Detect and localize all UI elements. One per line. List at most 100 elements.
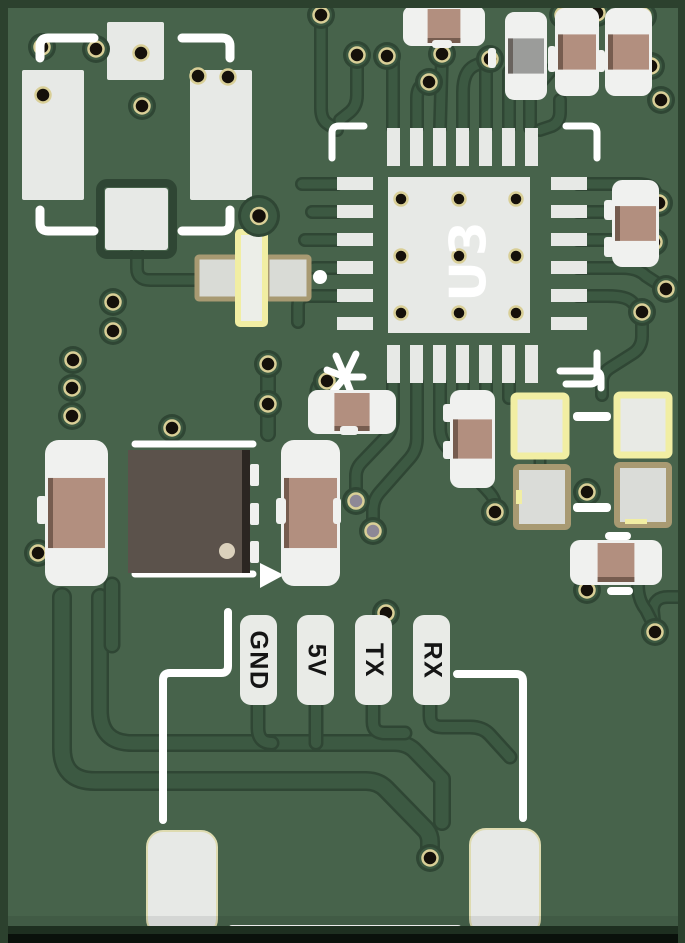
ic-pad bbox=[387, 345, 400, 383]
ic-pad bbox=[525, 345, 538, 383]
smd-pad bbox=[105, 188, 168, 250]
paste-bit bbox=[516, 490, 522, 504]
copper-trace bbox=[132, 247, 202, 285]
silkscreen-dash bbox=[605, 532, 631, 540]
capacitor-shade bbox=[597, 577, 635, 582]
silkscreen-corner-bracket bbox=[35, 205, 99, 236]
capacitor-body bbox=[615, 206, 656, 241]
ic-pad bbox=[551, 261, 587, 274]
smd-pad-stub bbox=[548, 46, 556, 72]
silkscreen-dash bbox=[607, 587, 633, 595]
capacitor-shade bbox=[615, 206, 620, 241]
via bbox=[451, 305, 467, 321]
via bbox=[87, 40, 105, 58]
via bbox=[451, 191, 467, 207]
via bbox=[219, 68, 237, 86]
ic-pad bbox=[337, 205, 373, 218]
copper-trace bbox=[633, 555, 660, 633]
copper-trace bbox=[573, 291, 647, 317]
via bbox=[508, 191, 524, 207]
edge-bottom bbox=[0, 926, 685, 935]
capacitor-body bbox=[608, 34, 649, 70]
soic-chip-pin bbox=[250, 503, 259, 525]
edge-right bbox=[678, 0, 685, 943]
paste-pad-yellow bbox=[613, 391, 673, 459]
silkscreen-corner-bracket bbox=[177, 205, 235, 236]
soic-pin1-dot bbox=[219, 543, 235, 559]
pin1-arrow bbox=[260, 563, 284, 588]
pad-tan bbox=[264, 254, 312, 302]
via bbox=[393, 248, 409, 264]
silkscreen-corner-bracket bbox=[562, 349, 601, 388]
via bbox=[259, 355, 277, 373]
via bbox=[132, 44, 150, 62]
capacitor-body bbox=[284, 477, 337, 549]
smd-pad-stub bbox=[37, 496, 47, 524]
ic-pad bbox=[433, 345, 446, 383]
smd-pad-stub bbox=[604, 237, 614, 257]
pin-pad-gnd: GND bbox=[240, 615, 277, 705]
capacitor-shade bbox=[453, 419, 458, 459]
smd-pad bbox=[190, 70, 252, 200]
pin-label-5v: 5V bbox=[302, 643, 330, 677]
pin-label-tx: TX bbox=[359, 642, 388, 678]
via bbox=[259, 395, 277, 413]
paste-pad-yellow bbox=[235, 229, 268, 327]
copper-trace bbox=[316, 10, 342, 135]
pin-pad-5v: 5V bbox=[297, 615, 334, 705]
via bbox=[508, 248, 524, 264]
copper-trace bbox=[335, 50, 362, 125]
smd-pad bbox=[22, 70, 84, 200]
ic-pad bbox=[410, 128, 423, 166]
edge-bottom-dark bbox=[0, 934, 685, 943]
via bbox=[34, 86, 52, 104]
via bbox=[133, 97, 151, 115]
silkscreen-star bbox=[341, 350, 360, 381]
capacitor-body bbox=[427, 9, 461, 43]
smd-pad-stub bbox=[432, 40, 452, 48]
copper-trace bbox=[573, 263, 671, 294]
silkscreen-dash bbox=[573, 412, 611, 421]
via bbox=[104, 322, 122, 340]
layer-components bbox=[37, 6, 662, 586]
via bbox=[347, 492, 365, 510]
capacitor-shade bbox=[48, 477, 53, 549]
capacitor-shade bbox=[608, 34, 613, 70]
ic-pad bbox=[433, 128, 446, 166]
via bbox=[420, 73, 438, 91]
ic-pad bbox=[551, 289, 587, 302]
via bbox=[451, 248, 467, 264]
via bbox=[64, 351, 82, 369]
via bbox=[393, 191, 409, 207]
silkscreen-corner-bracket bbox=[177, 33, 235, 63]
silkscreen-line bbox=[159, 608, 232, 824]
via bbox=[63, 407, 81, 425]
soic-chip-pin bbox=[250, 464, 259, 486]
via bbox=[249, 206, 269, 226]
capacitor-shade bbox=[284, 477, 289, 549]
via bbox=[63, 379, 81, 397]
silkscreen-line bbox=[453, 670, 527, 822]
ic-pad bbox=[387, 128, 400, 166]
ic-pad bbox=[479, 128, 492, 166]
edge-shadow bbox=[0, 916, 685, 928]
capacitor-body bbox=[558, 34, 596, 70]
pin-pad-tx: TX bbox=[355, 615, 392, 705]
copper-trace bbox=[253, 695, 277, 748]
via bbox=[364, 522, 382, 540]
via bbox=[104, 293, 122, 311]
via bbox=[189, 67, 207, 85]
ic-pad bbox=[456, 345, 469, 383]
smd-pad-stub bbox=[276, 498, 286, 524]
via bbox=[657, 280, 675, 298]
ic-pad bbox=[479, 345, 492, 383]
soic-chip-pin bbox=[250, 541, 259, 563]
pin-label-rx: RX bbox=[418, 641, 447, 679]
via bbox=[312, 6, 330, 24]
ic-pad bbox=[337, 289, 373, 302]
copper-trace bbox=[368, 695, 410, 738]
ic-pad bbox=[337, 177, 373, 190]
ic-pad bbox=[502, 128, 515, 166]
copper-trace bbox=[368, 378, 422, 536]
